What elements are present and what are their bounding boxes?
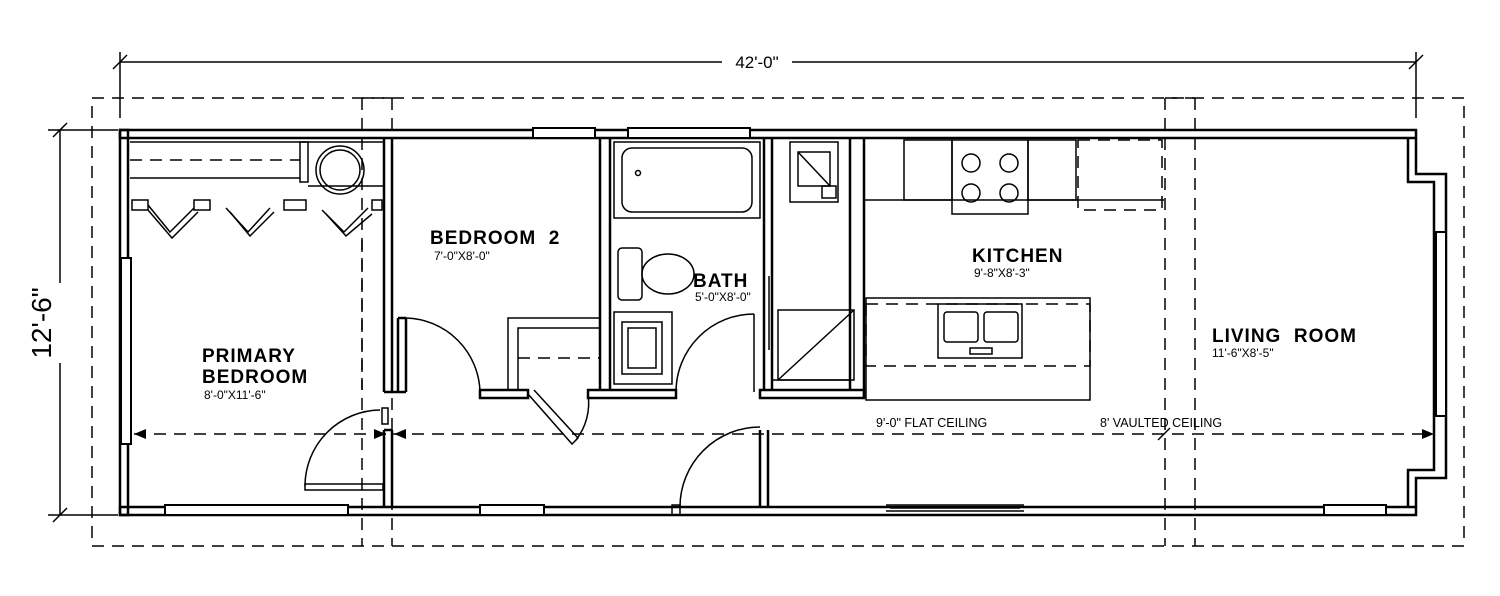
doors — [304, 313, 1024, 516]
living-room-size: 11'-6"X8'-5" — [1212, 346, 1274, 360]
kitchen-title: KITCHEN — [972, 246, 1063, 267]
vaulted-ceiling-note: 8' VAULTED CEILING — [1100, 416, 1222, 430]
flat-ceiling-note: 9'-0" FLAT CEILING — [876, 416, 987, 430]
ceiling-dimension — [134, 427, 1434, 441]
overall-width-dimension: 42'-0" — [112, 50, 1424, 118]
windows — [120, 127, 1447, 516]
overall-width-label: 42'-0" — [735, 53, 778, 72]
kitchen-size: 9'-8"X8'-3" — [974, 266, 1030, 280]
primary-closet — [130, 141, 384, 390]
bath-title: BATH — [693, 271, 748, 292]
primary-bedroom-title-2: BEDROOM — [202, 367, 308, 388]
primary-bedroom-title-1: PRIMARY — [202, 346, 296, 367]
utility-fixtures — [777, 141, 855, 381]
bedroom2-title: BEDROOM 2 — [430, 228, 560, 249]
kitchen-fixtures — [864, 139, 1164, 401]
bath-size: 5'-0"X8'-0" — [695, 290, 751, 304]
overall-depth-label: 12'-6" — [26, 287, 57, 358]
living-room-title: LIVING ROOM — [1212, 326, 1357, 347]
room-labels: PRIMARY BEDROOM 8'-0"X11'-6" BEDROOM 2 7… — [202, 228, 1357, 430]
bedroom2-size: 7'-0"X8'-0" — [434, 249, 490, 263]
exterior-walls — [118, 128, 1448, 517]
overall-depth-dimension: 12'-6" — [26, 122, 118, 523]
bath-fixtures — [613, 141, 770, 385]
primary-bedroom-size: 8'-0"X11'-6" — [204, 388, 266, 402]
